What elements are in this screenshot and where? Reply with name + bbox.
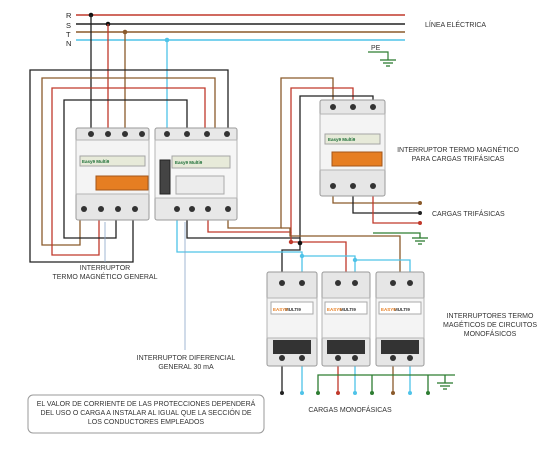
mono-breaker-3-brand: MULTI9: [394, 307, 410, 312]
phase-s-label: S: [66, 21, 71, 30]
diferencial-label-1: INTERRUPTOR DIFERENCIAL: [137, 355, 236, 362]
general-breaker: Easy9 Multi9: [75, 127, 150, 221]
termo-trifasico-label-1: INTERRUPTOR TERMO MAGNÉTICO: [397, 145, 519, 154]
note-line-2: DEL USO O CARGA A INSTALAR AL IGUAL QUE …: [40, 408, 251, 417]
mono-breaker-3: MULTI9 EASY9: [375, 271, 425, 367]
note-line-3: LOS CONDUCTORES EMPLEADOS: [88, 419, 205, 426]
monofasicos-label-2: MAGÉTICOS DE CIRCUITOS: [443, 320, 537, 329]
phase-r-label: R: [66, 11, 72, 20]
phase-n-label: N: [66, 39, 71, 48]
main-line: R S T N LÍNEA ELÉCTRICA: [66, 11, 486, 48]
phase-t-label: T: [66, 30, 71, 39]
mono-breaker-2-mark: EASY9: [327, 307, 342, 312]
differential-breaker: Easy9 Multi9: [154, 127, 238, 221]
cargas-monofasicas-label: CARGAS MONOFÁSICAS: [308, 405, 392, 414]
monofasicos-label-1: INTERRUPTORES TERMO: [447, 313, 534, 320]
note-box: EL VALOR DE CORRIENTE DE LAS PROTECCIONE…: [27, 394, 265, 434]
trifasic-breaker-brand: Easy9 Multi9: [328, 137, 356, 142]
leader-lines: [104, 222, 186, 350]
mono-breaker-2: MULTI9 EASY9: [321, 271, 371, 367]
note-line-1: EL VALOR DE CORRIENTE DE LAS PROTECCIONE…: [37, 399, 256, 408]
mono-breaker-3-mark: EASY9: [381, 307, 396, 312]
labels: INTERRUPTOR TERMO MAGNÉTICO PARA CARGAS …: [52, 145, 537, 414]
mono-breaker-1: MULTI9 EASY9: [266, 271, 318, 367]
mono-breaker-1-mark: EASY9: [273, 307, 288, 312]
pe-label: PE: [371, 45, 381, 52]
termo-general-label-1: INTERRUPTOR: [80, 265, 130, 272]
mono-breaker-1-brand: MULTI9: [285, 307, 301, 312]
cargas-trifasicas-label: CARGAS TRIFÁSICAS: [432, 209, 505, 218]
pe-ground: PE: [368, 45, 396, 67]
trifasic-breaker: Easy9 Multi9: [319, 99, 386, 197]
termo-trifasico-label-2: PARA CARGAS TRIFÁSICAS: [412, 154, 505, 163]
monofasicos-label-3: MONOFÁSICOS: [464, 329, 517, 338]
mono-outputs: [280, 366, 455, 395]
mono-breaker-2-brand: MULTI9: [340, 307, 356, 312]
general-breaker-brand: Easy9 Multi9: [82, 159, 110, 164]
differential-brand: Easy9 Multi9: [175, 160, 203, 165]
linea-electrica-label: LÍNEA ELÉCTRICA: [425, 20, 486, 29]
supply-wires: [29, 15, 229, 263]
trifasic-outputs: [332, 195, 428, 245]
distribution-wires: [176, 77, 411, 272]
diferencial-label-2: GENERAL 30 mA: [158, 364, 214, 371]
termo-general-label-2: TERMO MAGNÉTICO GENERAL: [52, 272, 157, 281]
